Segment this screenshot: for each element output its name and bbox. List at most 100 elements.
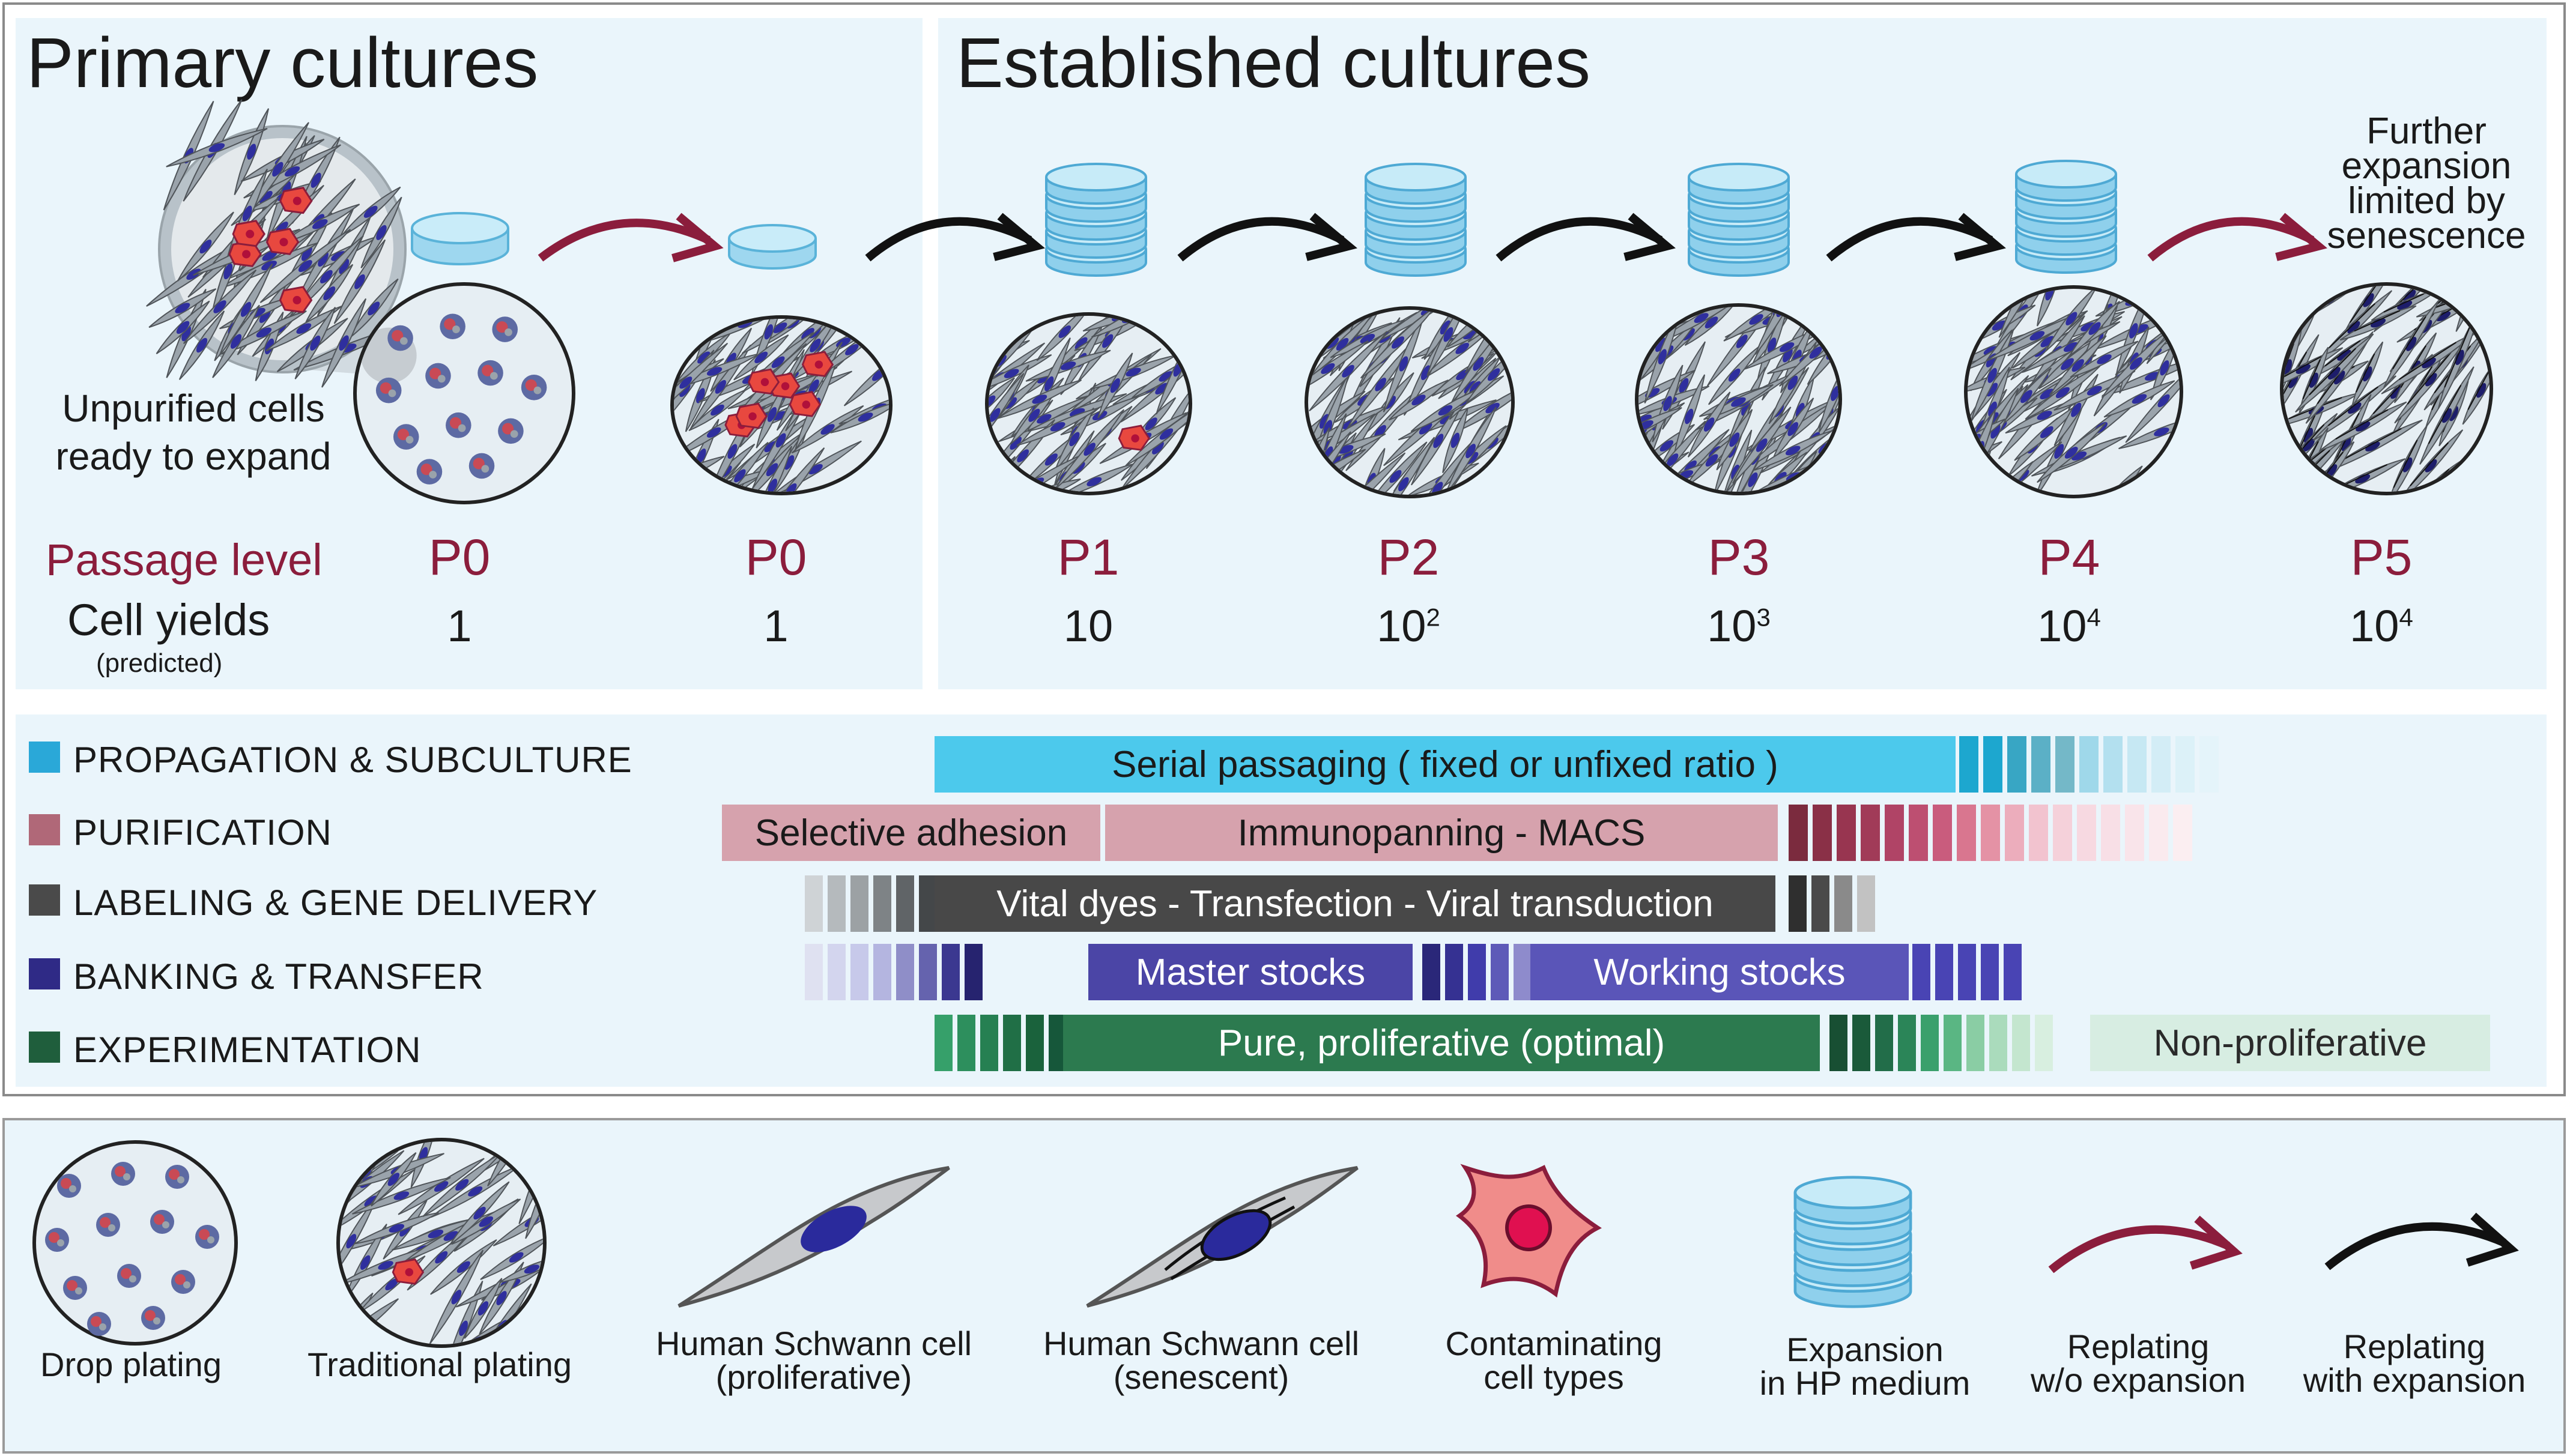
fade-stripe bbox=[2199, 736, 2219, 793]
schwann-cell bbox=[816, 322, 888, 377]
cell-drop bbox=[387, 325, 413, 351]
schwann-cell bbox=[1372, 436, 1435, 495]
cell-drop bbox=[87, 1312, 111, 1336]
replating-with-expansion-arrow bbox=[865, 213, 1045, 262]
cell-yield-exponent: 3 bbox=[1756, 603, 1771, 632]
cell-drop bbox=[477, 360, 503, 386]
schwann-cell bbox=[997, 379, 1082, 419]
fade-stripe bbox=[1898, 1015, 1916, 1071]
schwann-cell bbox=[1055, 409, 1125, 489]
schwann-cell bbox=[1165, 419, 1189, 492]
schwann-cell bbox=[1308, 340, 1369, 397]
schwann-cell bbox=[294, 306, 336, 379]
fade-stripe bbox=[1468, 944, 1486, 1000]
cell-drop bbox=[165, 1165, 189, 1189]
schwann-cell bbox=[2045, 289, 2098, 352]
cell-yield-value: 1 bbox=[763, 601, 789, 651]
schwann-cell bbox=[429, 1249, 484, 1344]
schwann-cell bbox=[1772, 397, 1814, 461]
schwann-cell bbox=[1818, 354, 1838, 433]
p0-culture-dish bbox=[670, 315, 893, 495]
schwann-cell bbox=[1447, 310, 1505, 348]
cell-drop bbox=[416, 459, 443, 485]
schwann-cell bbox=[1055, 463, 1134, 492]
schwann-cell bbox=[340, 1298, 399, 1344]
fade-stripe bbox=[2007, 736, 2026, 793]
passage-level-3: P2 bbox=[1377, 529, 1440, 585]
replating-with-expansion-arrow bbox=[1826, 213, 2006, 262]
replating-with-expansion-arrow bbox=[1177, 213, 1357, 262]
schwann-cell bbox=[2102, 356, 2180, 397]
schwann-cell bbox=[1120, 354, 1189, 423]
schwann-cell bbox=[2049, 335, 2107, 396]
cell-drop bbox=[393, 424, 419, 450]
fade-stripe bbox=[1983, 736, 2002, 793]
schwann-cell bbox=[674, 456, 725, 487]
category-swatch bbox=[29, 958, 60, 989]
fade-stripe bbox=[942, 944, 960, 1000]
expansion-hp-medium-icon bbox=[1793, 1176, 1912, 1308]
contaminating-cell bbox=[789, 391, 822, 417]
schwann-cell bbox=[1644, 310, 1681, 404]
fade-stripe bbox=[1957, 805, 1976, 861]
schwann-cell bbox=[2295, 334, 2374, 413]
cell-drop bbox=[375, 377, 402, 403]
fade-stripe bbox=[2012, 1015, 2030, 1071]
schwann-cell bbox=[1036, 316, 1094, 361]
replating-without-expansion-arrow bbox=[538, 213, 724, 262]
fade-stripe bbox=[1829, 1015, 1847, 1071]
expansion-stack-icon bbox=[1045, 163, 1147, 277]
schwann-cell bbox=[177, 211, 234, 282]
schwann-cell bbox=[472, 1283, 532, 1344]
schwann-cell bbox=[697, 319, 793, 345]
master-stocks-bar: Master stocks bbox=[1088, 944, 1413, 1000]
schwann-cell bbox=[1453, 382, 1511, 433]
cell-drop bbox=[440, 313, 465, 340]
schwann-cell bbox=[1638, 420, 1706, 492]
cell-yields-label: Cell yields bbox=[67, 595, 270, 645]
fade-stripe bbox=[2029, 805, 2048, 861]
petri-dish-icon bbox=[411, 212, 509, 265]
drop-plating-icon bbox=[32, 1140, 238, 1346]
schwann-cell bbox=[1968, 304, 2036, 346]
cell-yield-value: 10 bbox=[2350, 601, 2399, 651]
fade-stripe bbox=[2055, 736, 2074, 793]
schwann-cell bbox=[1753, 430, 1832, 471]
legend-caption: Human Schwann cell(senescent) bbox=[1033, 1327, 1369, 1394]
replating-without-expansion-legend-arrow bbox=[2048, 1215, 2243, 1273]
schwann-cell bbox=[711, 441, 769, 492]
cell-yield-value: 1 bbox=[447, 601, 472, 651]
fade-stripe bbox=[2173, 805, 2192, 861]
schwann-cell bbox=[1653, 307, 1750, 345]
schwann-cell bbox=[340, 1292, 374, 1344]
diagram-frame bbox=[2, 2, 2566, 1096]
category-swatch bbox=[29, 742, 60, 773]
schwann-cell bbox=[340, 186, 401, 237]
schwann-cell bbox=[1125, 402, 1189, 467]
fade-stripe bbox=[805, 944, 823, 1000]
schwann-cell bbox=[2408, 460, 2462, 492]
schwann-cell bbox=[499, 1255, 543, 1283]
fade-stripe bbox=[1789, 875, 1807, 932]
fade-stripe bbox=[1981, 944, 1999, 1000]
schwann-cell bbox=[2381, 331, 2477, 394]
legend-caption-line1: Replating bbox=[2067, 1328, 2210, 1365]
category-label: LABELING & GENE DELIVERY bbox=[73, 883, 598, 923]
schwann-cell bbox=[430, 1165, 520, 1218]
cell-drop bbox=[171, 1270, 195, 1294]
fade-stripe bbox=[2127, 736, 2147, 793]
cell-drop bbox=[45, 1228, 69, 1252]
schwann-cell bbox=[2036, 289, 2062, 327]
legend-caption-line1: Human Schwann cell bbox=[655, 1325, 972, 1362]
schwann-cell bbox=[989, 373, 1025, 458]
fade-stripe bbox=[1445, 944, 1463, 1000]
schwann-cell bbox=[2101, 329, 2171, 398]
schwann-cell bbox=[843, 343, 889, 406]
schwann-cell bbox=[2025, 365, 2101, 420]
schwann-cell bbox=[1091, 316, 1168, 338]
cell-drop bbox=[492, 316, 518, 342]
schwann-cell bbox=[350, 1141, 399, 1196]
cell-yield-value: 10 bbox=[1377, 601, 1426, 651]
